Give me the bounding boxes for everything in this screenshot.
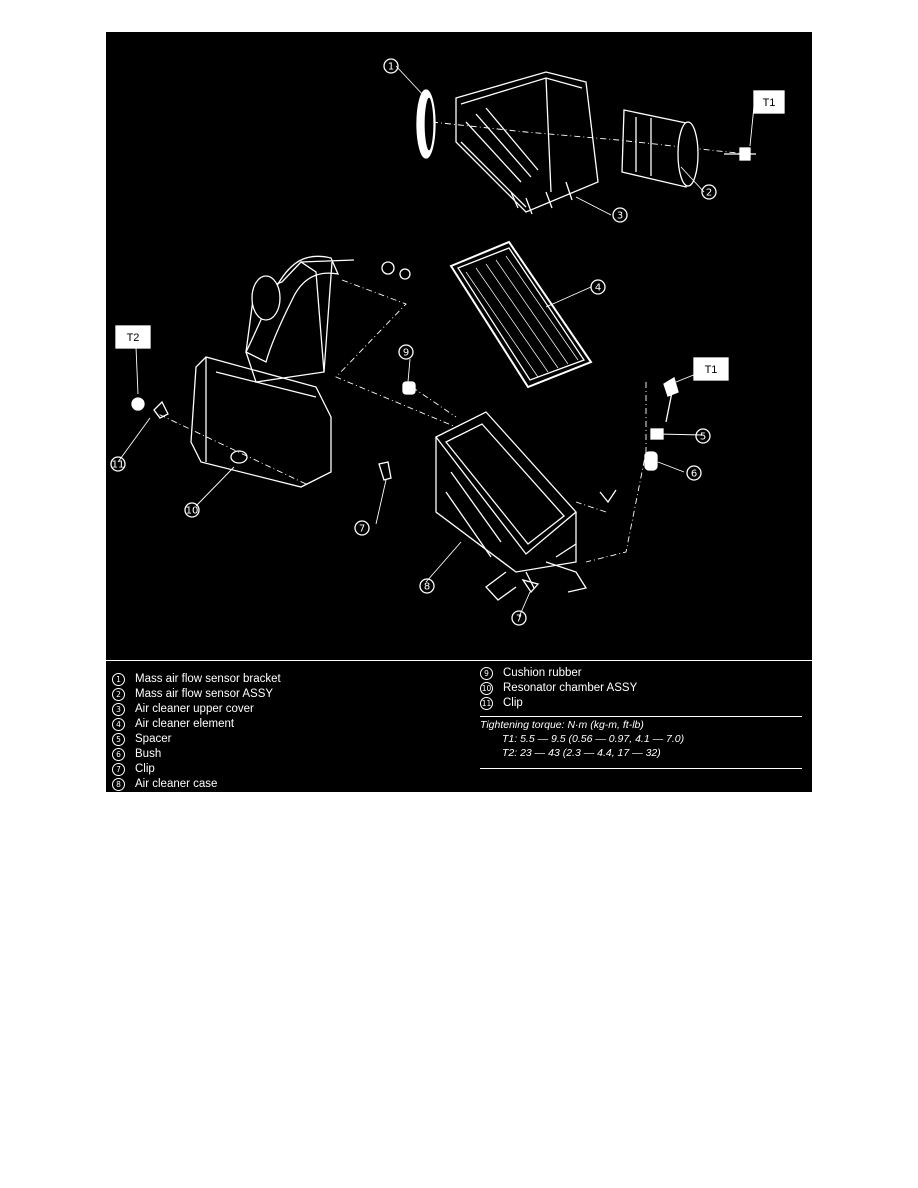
svg-text:T2: T2 (127, 332, 140, 344)
legend-number: 9 (480, 667, 493, 680)
legend-label: Air cleaner upper cover (135, 703, 254, 715)
legend-number: 4 (112, 718, 125, 731)
svg-text:7: 7 (359, 524, 365, 535)
torque-tag-t1-top: T1 (753, 90, 785, 114)
callout-9: 9 (398, 344, 414, 360)
svg-text:1: 1 (388, 62, 394, 73)
legend-item: 6 Bush (112, 747, 281, 762)
legend-divider (106, 660, 812, 661)
legend-label: Cushion rubber (503, 667, 582, 679)
mass-air-flow-sensor-bracket (416, 89, 436, 159)
callout-4: 4 (590, 279, 606, 295)
legend-label: Clip (135, 763, 155, 775)
legend-item: 1 Mass air flow sensor bracket (112, 672, 281, 687)
legend-number: 8 (112, 778, 125, 791)
legend-item: 10 Resonator chamber ASSY (480, 681, 637, 696)
legend-item: 11 Clip (480, 696, 637, 711)
legend-number: 11 (480, 697, 493, 710)
torque-t1: T1: 5.5 — 9.5 (0.56 — 0.97, 4.1 — 7.0) (502, 733, 685, 745)
legend-label: Mass air flow sensor bracket (135, 673, 281, 685)
air-cleaner-element (449, 240, 593, 389)
air-cleaner-upper-cover (455, 71, 599, 215)
callout-6: 6 (686, 465, 702, 481)
svg-text:11: 11 (112, 460, 125, 471)
assembly-lines (153, 121, 747, 563)
callout-leaders (117, 65, 755, 618)
legend-item: 5 Spacer (112, 732, 281, 747)
svg-text:8: 8 (424, 582, 430, 593)
svg-text:T1: T1 (705, 364, 718, 376)
legend-item: 9 Cushion rubber (480, 666, 637, 681)
legend-label: Spacer (135, 733, 172, 745)
legend-label: Bush (135, 748, 162, 760)
torque-tag-t2-left: T2 (115, 325, 151, 349)
torque-specs: Tightening torque: N·m (kg-m, ft-lb) T1:… (480, 718, 800, 760)
svg-text:9: 9 (403, 348, 409, 359)
legend-number: 5 (112, 733, 125, 746)
torque-tag-t1-right: T1 (693, 357, 729, 381)
callout-5: 5 (695, 428, 711, 444)
legend-number: 7 (112, 763, 125, 776)
legend-item: 2 Mass air flow sensor ASSY (112, 687, 281, 702)
legend-right: 9 Cushion rubber 10 Resonator chamber ASSY… (480, 666, 637, 711)
small-fasteners (131, 261, 679, 594)
legend-item: 3 Air cleaner upper cover (112, 702, 281, 717)
legend-item: 7 Clip (112, 762, 281, 777)
legend-number: 10 (480, 682, 493, 695)
legend-label: Resonator chamber ASSY (503, 682, 638, 694)
callout-11: 11 (110, 456, 126, 472)
air-cleaner-case (435, 411, 588, 601)
torque-heading: Tightening torque: N·m (kg-m, ft-lb) (480, 719, 644, 731)
legend-label: Clip (503, 697, 523, 709)
torque-top-rule (480, 716, 802, 717)
callout-7a: 7 (354, 520, 370, 536)
legend-label: Mass air flow sensor ASSY (135, 688, 274, 700)
svg-text:2: 2 (706, 188, 712, 199)
svg-text:5: 5 (700, 432, 706, 443)
mass-air-flow-sensor (621, 109, 756, 188)
exploded-view-drawing: 1 2 3 4 5 6 7 7 8 9 10 11 T1 T1 T2 (110, 58, 785, 626)
legend-item: 4 Air cleaner element (112, 717, 281, 732)
callout-1: 1 (383, 58, 399, 74)
legend-label: Air cleaner case (135, 778, 218, 790)
svg-text:10: 10 (186, 506, 199, 517)
svg-text:7: 7 (516, 614, 522, 625)
svg-text:3: 3 (617, 211, 623, 222)
resonator-chamber (190, 255, 355, 488)
callout-7b: 7 (511, 610, 527, 626)
torque-t2: T2: 23 — 43 (2.3 — 4.4, 17 — 32) (502, 747, 661, 759)
callout-3: 3 (612, 207, 628, 223)
callout-8: 8 (419, 578, 435, 594)
callout-2: 2 (701, 184, 717, 200)
torque-bottom-rule (480, 768, 802, 769)
callout-10: 10 (184, 502, 200, 518)
svg-text:T1: T1 (763, 97, 776, 109)
legend-item: 8 Air cleaner case (112, 777, 281, 792)
legend-number: 2 (112, 688, 125, 701)
svg-text:6: 6 (691, 469, 697, 480)
legend-left: 1 Mass air flow sensor bracket 2 Mass air … (112, 672, 281, 792)
legend-number: 6 (112, 748, 125, 761)
legend-number: 3 (112, 703, 125, 716)
legend-label: Air cleaner element (135, 718, 235, 730)
legend-number: 1 (112, 673, 125, 686)
svg-text:4: 4 (595, 283, 601, 294)
